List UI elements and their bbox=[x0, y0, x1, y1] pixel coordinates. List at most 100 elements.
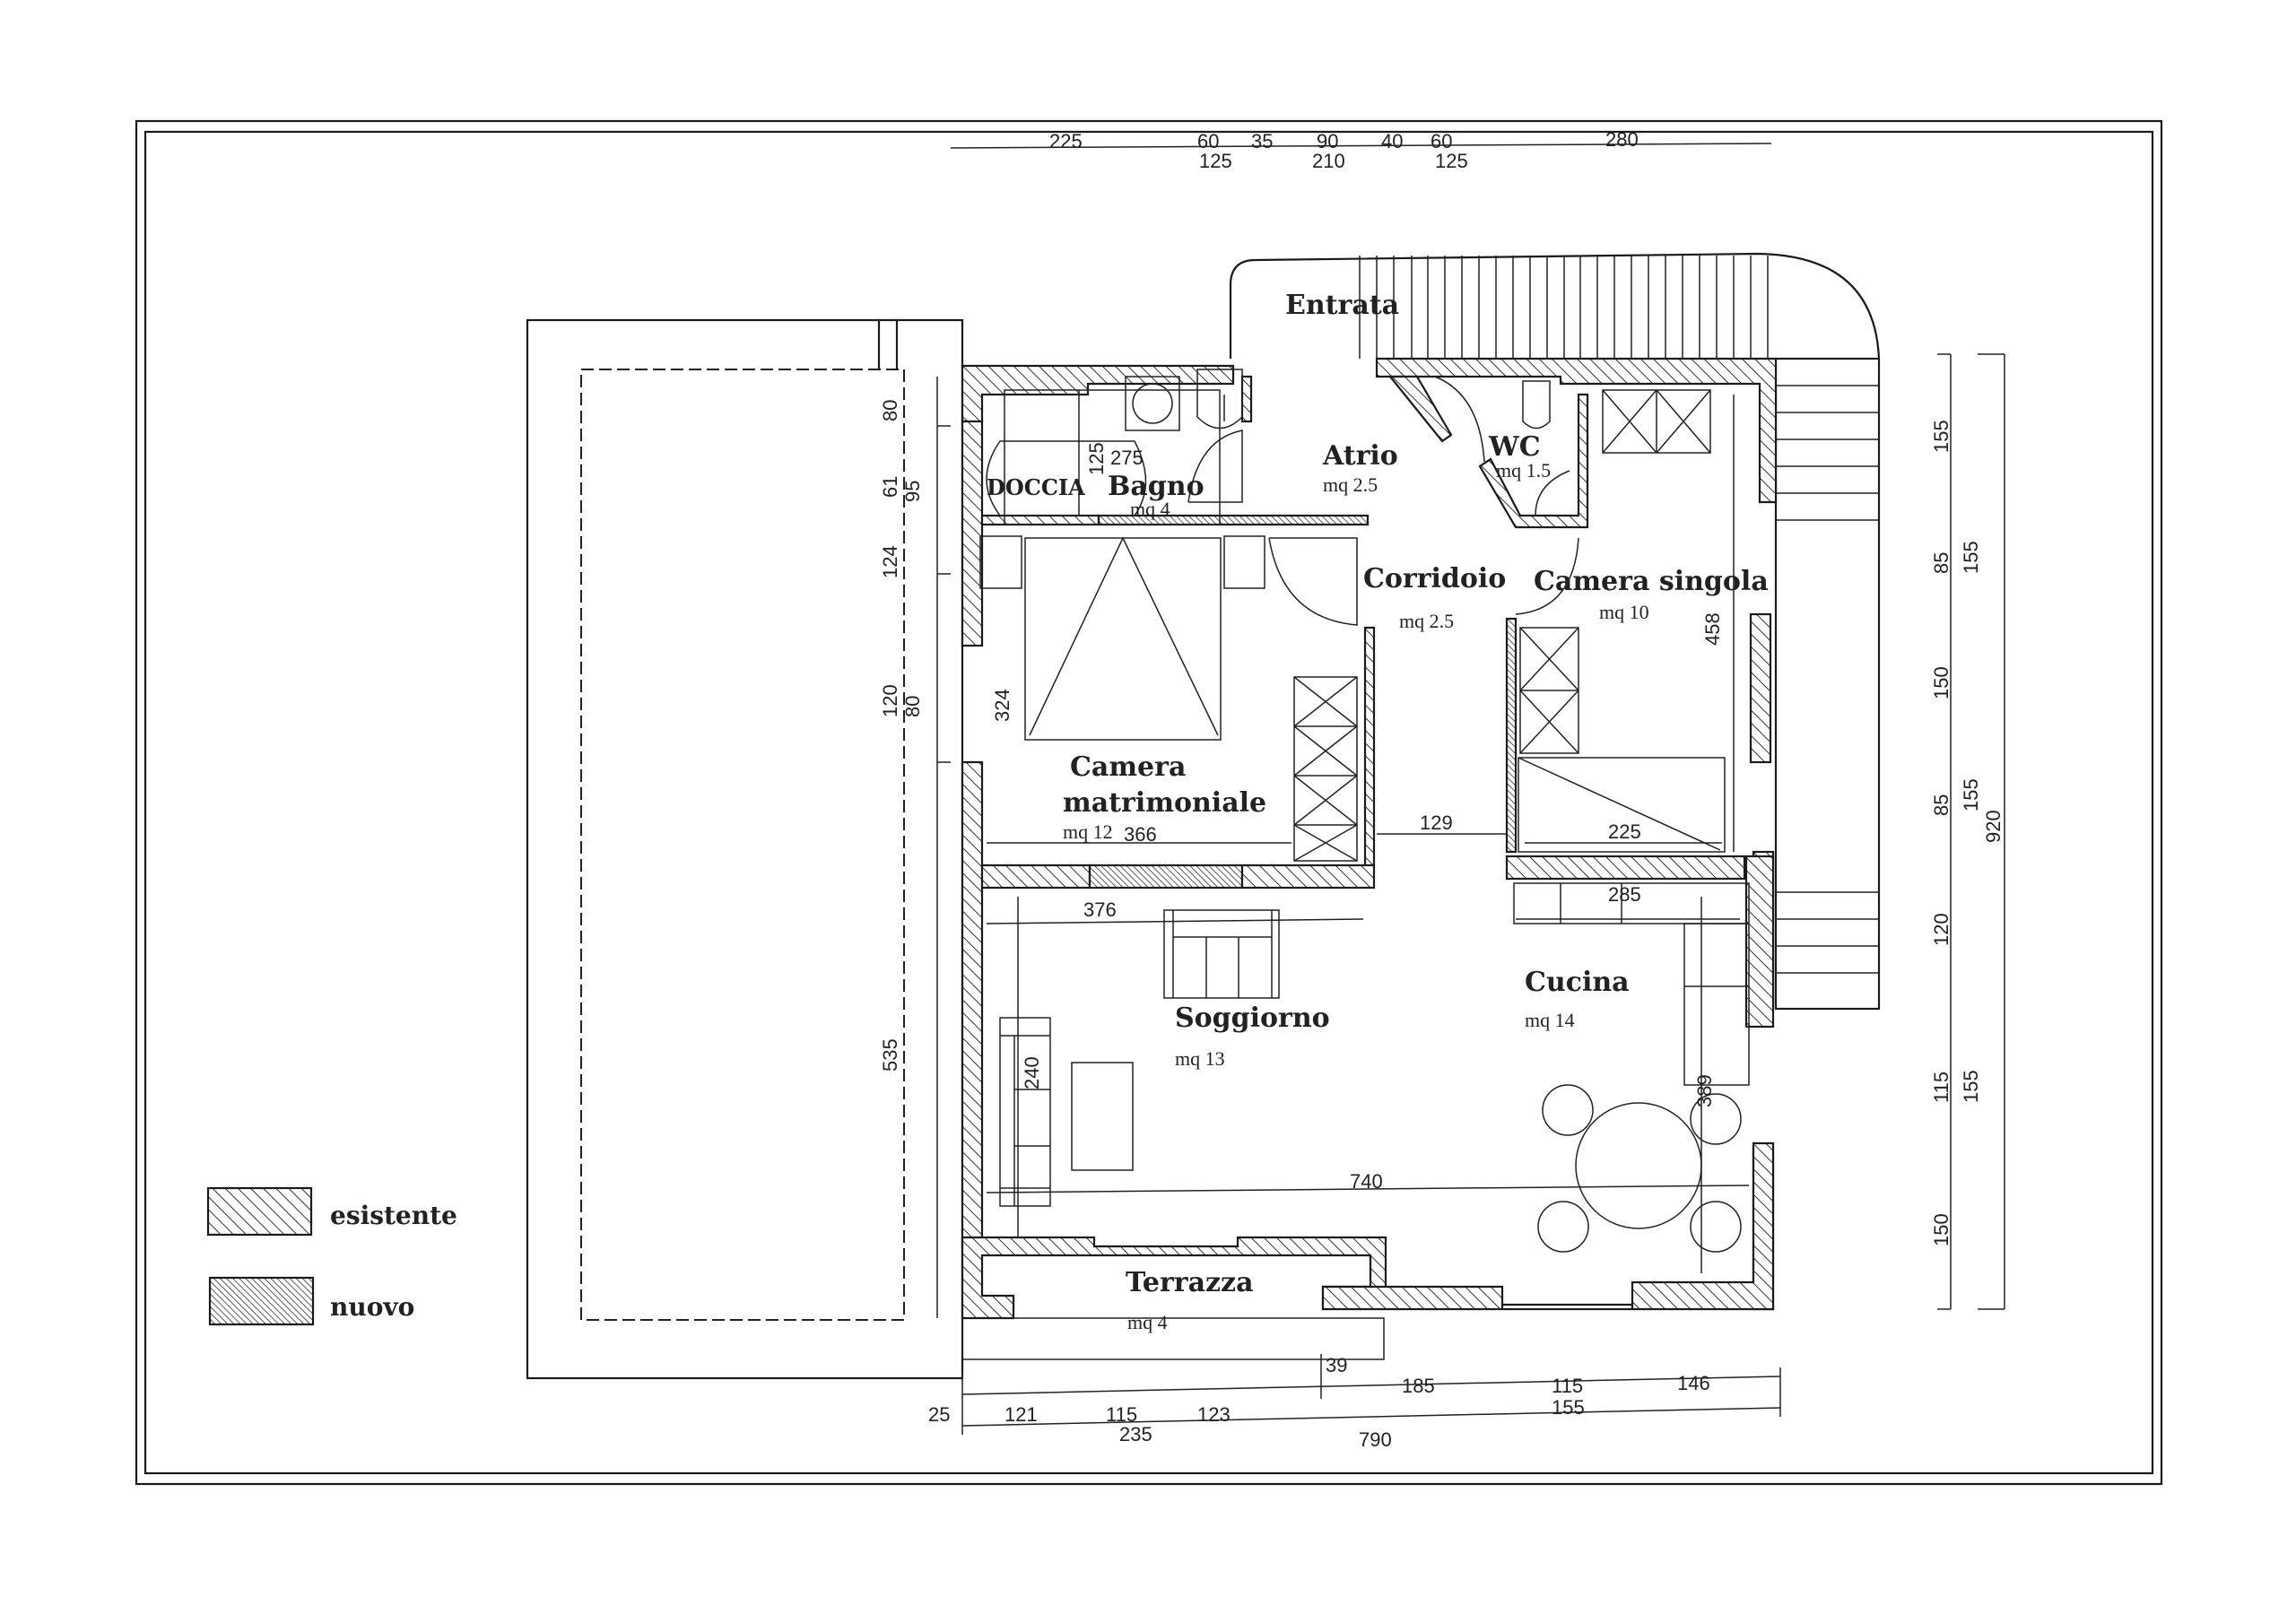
wall-bagno-bottom-existing bbox=[980, 514, 1100, 526]
wall-matrimoniale-bottom-left bbox=[980, 864, 1091, 890]
chair-2 bbox=[1690, 1093, 1742, 1145]
dim-bottom-146: 146 bbox=[1677, 1372, 1710, 1394]
bagno-alcove bbox=[1004, 389, 1221, 525]
dim-right-150a: 150 bbox=[1930, 666, 1952, 699]
inner-frame bbox=[144, 130, 2154, 1475]
room-corridoio-area: mq 2.5 bbox=[1399, 610, 1454, 632]
dim-left-535: 535 bbox=[879, 1038, 901, 1072]
entrance-steps bbox=[1359, 256, 1769, 359]
dim-left-61: 61 bbox=[879, 476, 901, 498]
room-bagno-area: mq 4 bbox=[1130, 498, 1170, 520]
legend: esistente nuovo bbox=[206, 1186, 457, 1326]
wall-bottom-right bbox=[1321, 1141, 1775, 1311]
dim-top-40: 40 bbox=[1381, 130, 1403, 152]
dim-right-115: 115 bbox=[1930, 1072, 1952, 1103]
shower-tray bbox=[986, 440, 1147, 516]
dim-cucina-285: 285 bbox=[1608, 883, 1641, 906]
room-atrio-area: mq 2.5 bbox=[1323, 473, 1378, 496]
wc-door bbox=[1434, 376, 1485, 463]
double-bed bbox=[1024, 537, 1222, 741]
singola-door bbox=[1515, 537, 1579, 615]
wall-singola-left bbox=[1505, 617, 1518, 854]
wall-bagno-atrio bbox=[1240, 375, 1253, 423]
dimension-lines bbox=[936, 143, 2005, 1435]
wc-basin bbox=[1535, 470, 1570, 516]
armchair-sofa-side bbox=[999, 1017, 1051, 1207]
wall-singola-bottom bbox=[1505, 855, 1746, 881]
dim-right-155b: 155 bbox=[1960, 541, 1982, 574]
room-camera-singola-area: mq 10 bbox=[1599, 601, 1649, 623]
room-entrata-label: Entrata bbox=[1285, 290, 1399, 321]
matrimoniale-door bbox=[1268, 537, 1358, 626]
dim-right-85a: 85 bbox=[1930, 552, 1952, 574]
wall-right-upper bbox=[1749, 612, 1772, 764]
room-matrimoniale-label-1: Camera bbox=[1070, 751, 1186, 783]
dim-top-125b: 125 bbox=[1435, 150, 1468, 172]
dim-top-90: 90 bbox=[1317, 130, 1338, 152]
washing-machine bbox=[1125, 376, 1180, 431]
wardrobe-matrimoniale bbox=[1293, 676, 1358, 862]
room-corridoio-label: Corridoio bbox=[1363, 563, 1506, 595]
dim-bottom-25: 25 bbox=[928, 1403, 950, 1426]
bed-triangle bbox=[1029, 536, 1219, 736]
room-matrimoniale-label-2: matrimoniale bbox=[1063, 787, 1266, 819]
wall-left bbox=[961, 420, 984, 647]
dim-bottom-115b: 115 bbox=[1106, 1403, 1137, 1426]
dim-soggiorno-376: 376 bbox=[1083, 898, 1117, 921]
dim-bagno-125: 125 bbox=[1085, 442, 1108, 475]
wall-bagno-bottom-new bbox=[1097, 514, 1370, 526]
room-terrazza-label: Terrazza bbox=[1126, 1267, 1254, 1298]
room-wc-label: WC bbox=[1488, 431, 1541, 463]
legend-swatch-new bbox=[208, 1276, 315, 1326]
wall-wc-lower bbox=[1478, 393, 1589, 529]
room-camera-singola-label: Camera singola bbox=[1534, 566, 1769, 597]
sofa bbox=[1163, 909, 1280, 999]
wall-left-lower bbox=[961, 760, 984, 1248]
dim-top-225: 225 bbox=[1049, 130, 1083, 152]
dim-singola-458: 458 bbox=[1701, 612, 1724, 646]
dim-left-120: 120 bbox=[879, 684, 901, 717]
dim-corridor-129: 129 bbox=[1420, 812, 1453, 834]
dim-left-95: 95 bbox=[901, 481, 924, 502]
dim-bottom-123: 123 bbox=[1197, 1403, 1231, 1426]
room-terrazza-area: mq 4 bbox=[1127, 1311, 1168, 1333]
wc-toilet bbox=[1522, 380, 1551, 430]
nightstand-right bbox=[1223, 535, 1265, 589]
wall-matrimoniale-bottom-right bbox=[1240, 864, 1376, 890]
dim-cucina-389: 389 bbox=[1693, 1074, 1716, 1107]
room-cucina-label: Cucina bbox=[1525, 967, 1630, 998]
chair-3 bbox=[1537, 1201, 1589, 1253]
wall-top-left bbox=[961, 364, 1235, 423]
chair-4 bbox=[1690, 1201, 1742, 1253]
coffee-table bbox=[1071, 1062, 1134, 1171]
room-bagno-label: Bagno bbox=[1108, 471, 1205, 502]
kitchen-counter bbox=[1513, 882, 1750, 1273]
dim-matrimoniale-324: 324 bbox=[991, 689, 1013, 722]
dim-top-60b: 60 bbox=[1431, 130, 1452, 152]
dim-left-80: 80 bbox=[879, 400, 901, 421]
dim-right-155c: 155 bbox=[1960, 778, 1982, 812]
wall-wc-angled bbox=[1387, 375, 1453, 443]
room-wc-area: mq 1.5 bbox=[1496, 459, 1551, 482]
dim-top-60a: 60 bbox=[1197, 130, 1219, 152]
dim-top-35: 35 bbox=[1251, 130, 1273, 152]
dim-right-920: 920 bbox=[1982, 810, 2005, 843]
legend-swatch-existing bbox=[206, 1186, 313, 1237]
nightstand-left bbox=[979, 535, 1022, 589]
dim-right-155a: 155 bbox=[1930, 420, 1952, 453]
dim-right-85b: 85 bbox=[1930, 794, 1952, 816]
wall-corridor-left bbox=[1363, 626, 1376, 867]
wall-cucina-right bbox=[1744, 855, 1775, 1028]
room-soggiorno-label: Soggiorno bbox=[1175, 1002, 1330, 1034]
outer-frame bbox=[135, 119, 2163, 1486]
dim-right-155d: 155 bbox=[1960, 1070, 1982, 1103]
dim-bottom-115a: 115 bbox=[1552, 1375, 1583, 1397]
entrance-area bbox=[1229, 252, 1881, 360]
room-atrio-label: Atrio bbox=[1322, 440, 1398, 472]
washing-drum bbox=[1132, 383, 1173, 424]
dim-top-210: 210 bbox=[1312, 150, 1345, 172]
dim-bottom-155: 155 bbox=[1552, 1396, 1585, 1419]
dim-matrimoniale-366: 366 bbox=[1124, 823, 1157, 846]
terrace-base-outline bbox=[961, 1317, 1385, 1360]
